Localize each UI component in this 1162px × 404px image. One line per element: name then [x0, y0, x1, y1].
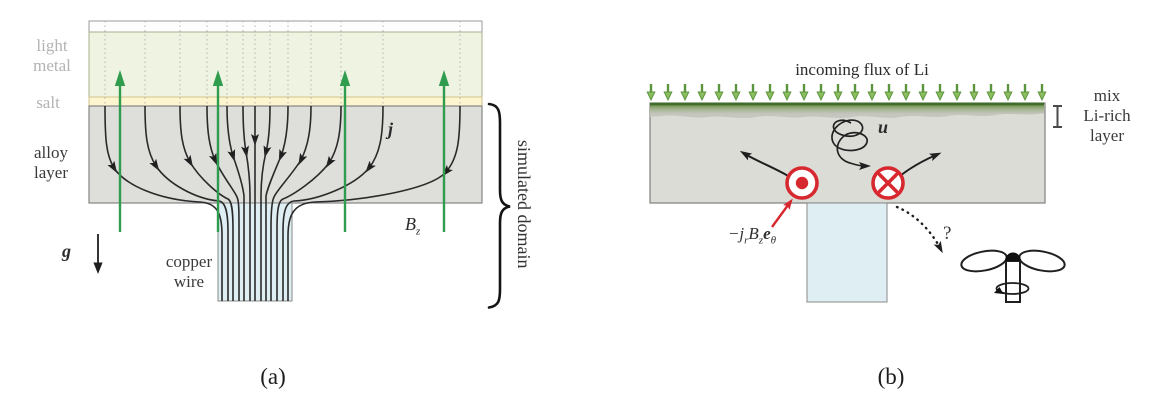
copper-wire-b	[806, 202, 888, 303]
question-arrow	[895, 205, 943, 254]
alloy-layer-label: alloy layer	[34, 143, 68, 183]
top-electrode-strip	[88, 20, 483, 33]
azimuthal-force-out-icon	[785, 166, 819, 200]
bz-field-arrows	[114, 70, 450, 232]
salt-label: salt	[36, 93, 60, 112]
li-gradient	[650, 104, 1044, 114]
bz-symbol: Bz	[405, 214, 421, 238]
mixer-whisk-icon	[960, 249, 1066, 303]
alloy-layer-b	[649, 102, 1046, 204]
question-mark: ?	[943, 223, 952, 244]
force-annotation-arrow	[771, 198, 793, 228]
light-metal-layer	[88, 31, 483, 98]
salt-layer	[88, 96, 483, 107]
li-flux-arrows	[646, 82, 1048, 102]
gravity-symbol: g	[62, 241, 71, 261]
azimuthal-force-in-icon	[871, 166, 905, 200]
gravity-arrow-icon	[93, 234, 103, 274]
light-metal-label: light metal	[33, 36, 71, 76]
current-density-symbol: j	[388, 119, 394, 139]
turbulence-spiral-icon	[831, 119, 871, 170]
caption-a: (a)	[260, 364, 286, 389]
layer-thickness-bracket	[1053, 105, 1062, 128]
simulated-domain-brace	[487, 102, 511, 309]
caption-b: (b)	[877, 364, 905, 389]
mix-layer-label: mix Li-rich layer	[1083, 86, 1131, 146]
copper-wire-label: copper wire	[165, 252, 213, 292]
current-streamlines	[104, 105, 461, 301]
alloy-layer	[88, 105, 483, 204]
simulated-domain-label: simulated domain	[514, 139, 535, 269]
flux-label: incoming flux of Li	[795, 60, 929, 79]
force-label: −jrBzeθ	[727, 224, 777, 247]
velocity-symbol: u	[878, 117, 889, 137]
